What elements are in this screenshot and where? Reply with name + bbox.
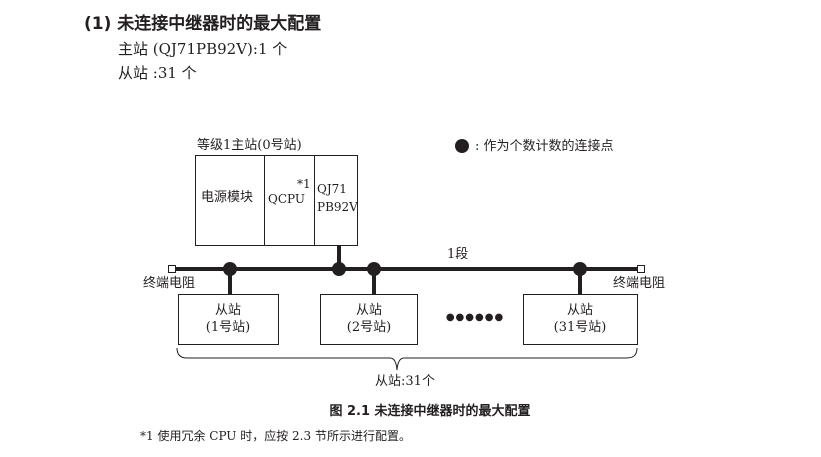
connection-point-icon	[573, 262, 587, 276]
ellipsis-dots: ●●●●●●	[445, 312, 505, 323]
footnote: *1 使用冗余 CPU 时，应按 2.3 节所示进行配置。	[140, 429, 411, 443]
slave-count: 从站 :31 个	[118, 64, 197, 82]
master-count: 主站 (QJ71PB92V):1 个	[118, 40, 288, 58]
pb-module-label-2: PB92V	[317, 200, 358, 214]
slave-2-label: 从站	[355, 303, 383, 318]
legend-text: : 作为个数计数的连接点	[475, 139, 614, 154]
master-label: 等级1主站(0号站)	[197, 138, 302, 153]
connection-point-icon	[332, 262, 346, 276]
segment-label: 1段	[447, 247, 469, 262]
slave-31-label: 从站	[566, 303, 594, 318]
slave-2-number: (2号站)	[346, 320, 392, 335]
brace	[176, 347, 638, 371]
slave-31-number: (31号站)	[553, 320, 607, 335]
slave-1-number: (1号站)	[205, 320, 251, 335]
terminator-left-label: 终端电阻	[143, 276, 196, 291]
slave-box-1	[178, 294, 279, 345]
legend-connection-point-icon	[455, 139, 469, 153]
brace-label: 从站:31个	[375, 374, 435, 389]
slave-1-label: 从站	[214, 303, 242, 318]
power-module-label: 电源模块	[201, 190, 254, 205]
figure-caption: 图 2.1 未连接中继器时的最大配置	[329, 404, 531, 419]
terminator-right-label: 终端电阻	[613, 276, 666, 291]
section-heading: (1) 未连接中继器时的最大配置	[84, 14, 322, 34]
terminator-right-icon	[637, 265, 645, 273]
connection-point-icon	[367, 262, 381, 276]
master-station-box	[195, 155, 358, 246]
slave-box-31	[523, 294, 638, 345]
pb-module-label-1: QJ71	[317, 182, 347, 196]
cpu-note: *1	[297, 177, 311, 191]
slave-box-2	[320, 294, 418, 345]
cpu-label: QCPU	[268, 192, 305, 206]
terminator-left-icon	[168, 265, 176, 273]
connection-point-icon	[223, 262, 237, 276]
